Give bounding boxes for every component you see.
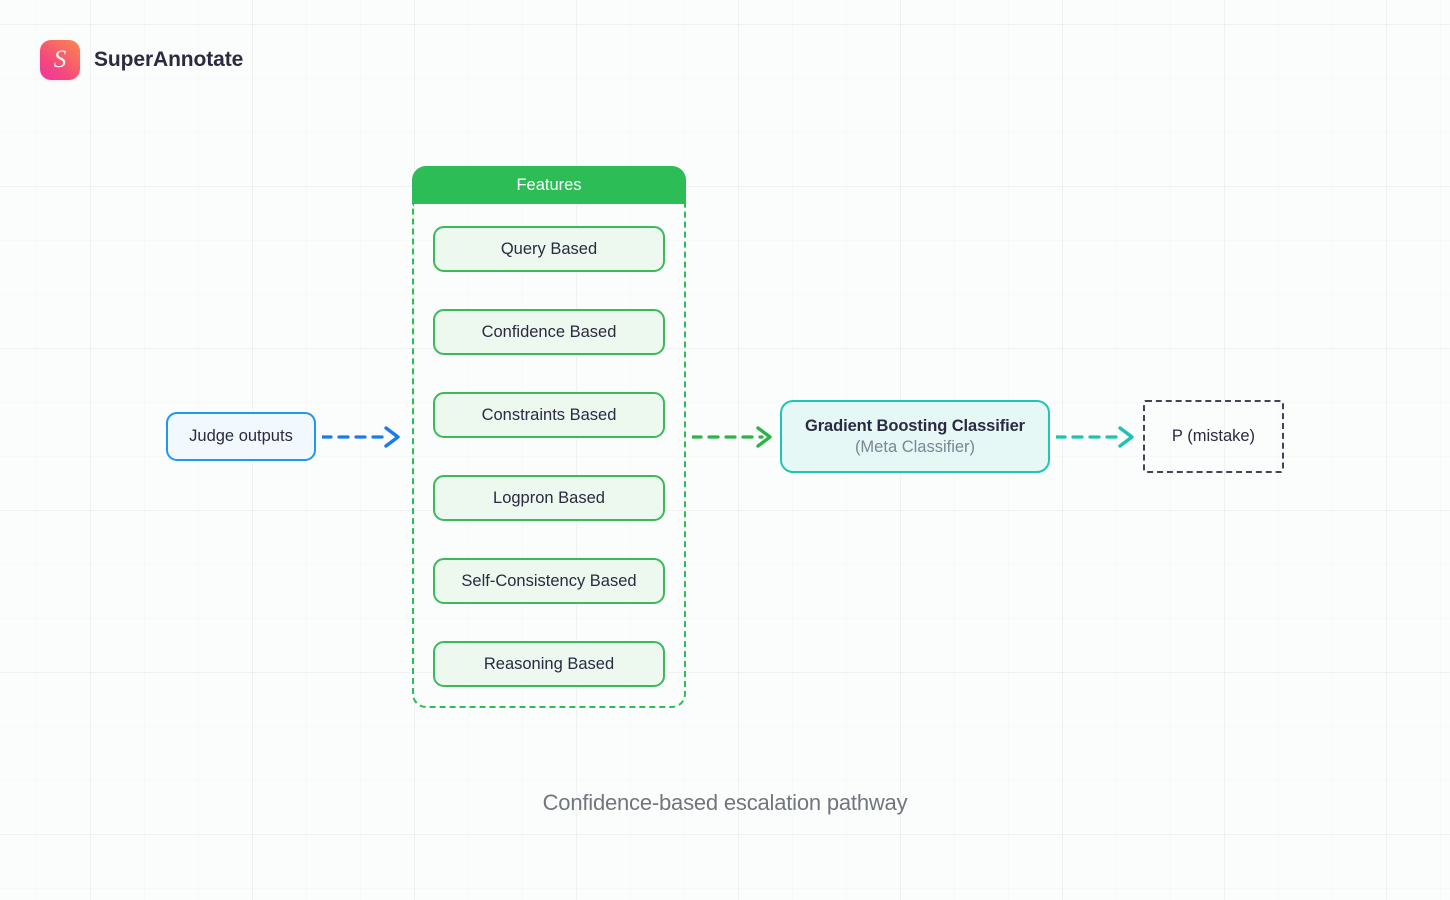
features-header-label: Features: [516, 175, 582, 194]
feature-item-label: Constraints Based: [481, 405, 617, 424]
node-gradient-boosting-classifier: Gradient Boosting Classifier (Meta Class…: [780, 400, 1050, 473]
features-header: Features: [412, 166, 686, 204]
features-group: Features Query Based Confidence Based Co…: [412, 166, 686, 708]
brand-name: SuperAnnotate: [94, 48, 244, 71]
feature-item-label: Reasoning Based: [483, 654, 615, 673]
diagram-caption: Confidence-based escalation pathway: [542, 790, 908, 815]
superannotate-logo-icon: S: [40, 40, 80, 80]
node-p-mistake: P (mistake): [1143, 400, 1284, 473]
arrow-judge-to-features: [322, 426, 400, 448]
node-p-mistake-label: P (mistake): [1171, 427, 1256, 445]
node-classifier-title: Gradient Boosting Classifier: [805, 416, 1025, 435]
features-list: Query Based Confidence Based Constraints…: [433, 226, 665, 687]
feature-item-label: Logpron Based: [493, 488, 605, 507]
feature-item: Reasoning Based: [433, 641, 665, 687]
feature-item: Constraints Based: [433, 392, 665, 438]
feature-item: Self-Consistency Based: [433, 558, 665, 604]
node-judge-outputs: Judge outputs: [166, 412, 316, 461]
feature-item: Confidence Based: [433, 309, 665, 355]
arrow-features-to-classifier: [692, 426, 772, 448]
arrow-classifier-to-output: [1056, 426, 1134, 448]
feature-item-label: Query Based: [500, 239, 598, 258]
feature-item-label: Self-Consistency Based: [461, 571, 637, 590]
node-classifier-subtitle: (Meta Classifier): [854, 437, 976, 456]
feature-item-label: Confidence Based: [481, 322, 617, 341]
features-dashed-border: [412, 204, 686, 708]
feature-item: Query Based: [433, 226, 665, 272]
node-judge-outputs-label: Judge outputs: [189, 427, 293, 445]
logo-letter: S: [53, 45, 67, 73]
feature-item: Logpron Based: [433, 475, 665, 521]
brand-logo: S SuperAnnotate: [40, 40, 243, 80]
